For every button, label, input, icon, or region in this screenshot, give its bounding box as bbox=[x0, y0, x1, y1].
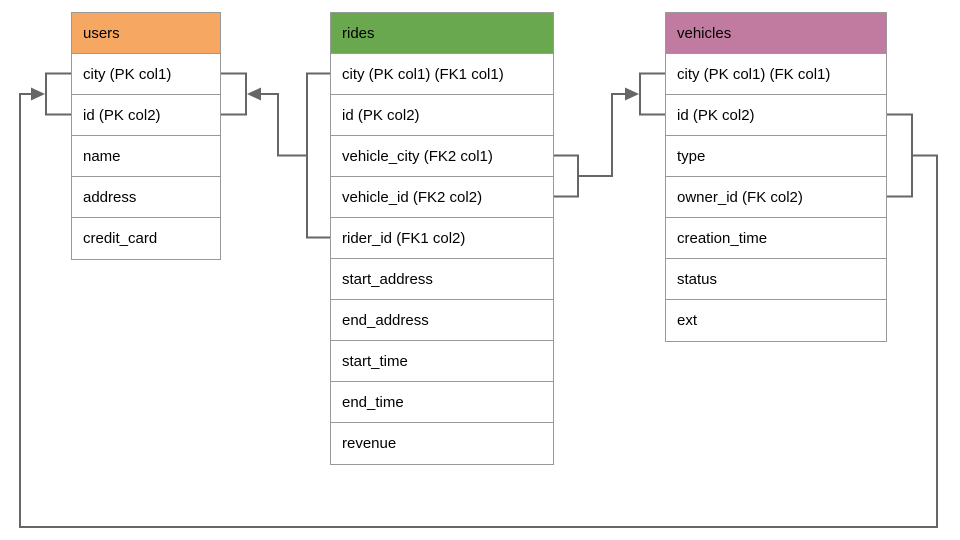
column-label: owner_id (FK col2) bbox=[677, 188, 803, 206]
column-label: revenue bbox=[342, 435, 397, 452]
vehicles-to-users-link bbox=[19, 93, 938, 528]
rides-left-bracket bbox=[306, 72, 330, 239]
column-label: city (PK col1) (FK1 col1) bbox=[342, 65, 504, 83]
table-row: city (PK col1) bbox=[72, 54, 220, 95]
table-users-title: users bbox=[83, 24, 120, 42]
table-vehicles-title: vehicles bbox=[677, 24, 732, 42]
table-users: users city (PK col1) id (PK col2) name addr… bbox=[71, 12, 221, 260]
table-row: revenue bbox=[331, 423, 553, 464]
table-row: type bbox=[666, 136, 886, 177]
table-row: city (PK col1) (FK1 col1) bbox=[331, 54, 553, 95]
table-users-header: users bbox=[72, 13, 220, 54]
column-label: address bbox=[83, 188, 137, 206]
vehicles-right-bracket bbox=[886, 113, 913, 198]
column-label: credit_card bbox=[83, 230, 158, 247]
table-row: address bbox=[72, 177, 220, 218]
table-row: city (PK col1) (FK col1) bbox=[666, 54, 886, 95]
column-label: type bbox=[677, 147, 706, 165]
table-row: vehicle_city (FK2 col1) bbox=[331, 136, 553, 177]
table-row: start_time bbox=[331, 341, 553, 382]
table-row: creation_time bbox=[666, 218, 886, 259]
column-label: name bbox=[83, 147, 121, 165]
column-label: vehicle_id (FK2 col2) bbox=[342, 188, 483, 206]
column-label: id (PK col2) bbox=[677, 106, 755, 124]
rides-to-vehicles-link bbox=[578, 93, 626, 177]
table-rides-header: rides bbox=[331, 13, 553, 54]
table-rides-rows: city (PK col1) (FK1 col1) id (PK col2) veh… bbox=[331, 54, 553, 464]
table-row: rider_id (FK1 col2) bbox=[331, 218, 553, 259]
column-label: end_address bbox=[342, 311, 429, 329]
rides-to-vehicles-arrowhead bbox=[625, 87, 639, 101]
column-label: rider_id (FK1 col2) bbox=[342, 229, 466, 247]
rides-right-bracket bbox=[553, 154, 579, 198]
table-rides-title: rides bbox=[342, 24, 375, 42]
table-row: start_address bbox=[331, 259, 553, 300]
table-row: credit_card bbox=[72, 218, 220, 259]
table-row: id (PK col2) bbox=[72, 95, 220, 136]
table-row: vehicle_id (FK2 col2) bbox=[331, 177, 553, 218]
table-row: name bbox=[72, 136, 220, 177]
vehicles-left-bracket bbox=[639, 72, 665, 116]
table-row: id (PK col2) bbox=[666, 95, 886, 136]
table-row: id (PK col2) bbox=[331, 95, 553, 136]
table-vehicles-rows: city (PK col1) (FK col1) id (PK col2) type… bbox=[666, 54, 886, 341]
vehicles-to-users-arrowhead bbox=[31, 87, 45, 101]
table-row: end_address bbox=[331, 300, 553, 341]
table-row: end_time bbox=[331, 382, 553, 423]
table-rides: rides city (PK col1) (FK1 col1) id (PK co… bbox=[330, 12, 554, 465]
rides-to-users-link bbox=[260, 93, 307, 157]
table-row: owner_id (FK col2) bbox=[666, 177, 886, 218]
column-label: creation_time bbox=[677, 229, 768, 247]
column-label: city (PK col1) (FK col1) bbox=[677, 65, 831, 83]
rides-to-users-arrowhead bbox=[247, 87, 261, 101]
column-label: city (PK col1) bbox=[83, 65, 172, 83]
column-label: status bbox=[677, 270, 718, 288]
column-label: vehicle_city (FK2 col1) bbox=[342, 147, 493, 165]
column-label: start_address bbox=[342, 270, 433, 288]
column-label: id (PK col2) bbox=[83, 106, 161, 124]
table-vehicles-header: vehicles bbox=[666, 13, 886, 54]
users-left-bracket bbox=[45, 72, 71, 116]
table-users-rows: city (PK col1) id (PK col2) name address cre… bbox=[72, 54, 220, 259]
column-label: start_time bbox=[342, 352, 408, 370]
column-label: end_time bbox=[342, 393, 404, 411]
table-vehicles: vehicles city (PK col1) (FK col1) id (PK … bbox=[665, 12, 887, 342]
column-label: ext bbox=[677, 312, 698, 329]
table-row: ext bbox=[666, 300, 886, 341]
column-label: id (PK col2) bbox=[342, 106, 420, 124]
users-right-bracket bbox=[220, 72, 247, 116]
table-row: status bbox=[666, 259, 886, 300]
